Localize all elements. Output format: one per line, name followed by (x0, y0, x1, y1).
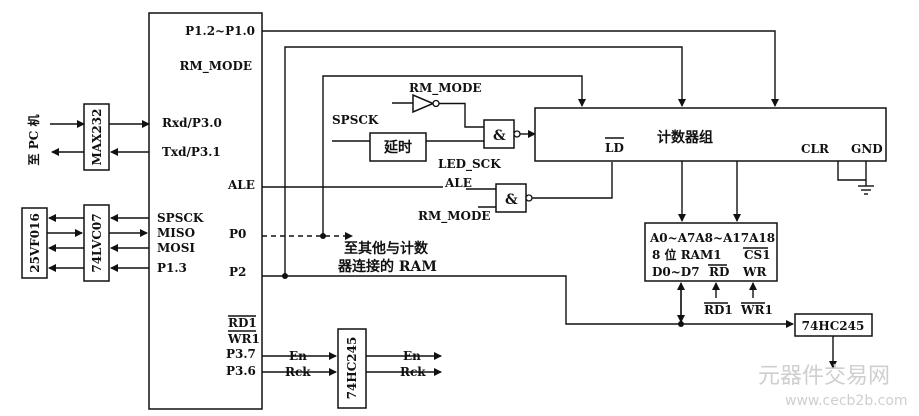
flash-box (21, 207, 48, 279)
mcu-wr1-label: WR1 (227, 332, 260, 346)
ram-line2: 8 位 RAM1 (652, 247, 722, 262)
ram-wr-label: WR (742, 265, 767, 279)
rd1-out-label: RD1 (704, 303, 733, 317)
ram-rd-label: RD (709, 265, 729, 279)
mcu-rxd-label: Rxd/P3.0 (162, 116, 222, 130)
ram-cs-label: CS1 (744, 248, 771, 262)
flash-label: 25VF016 (28, 213, 42, 273)
logic-ale-label: ALE (444, 176, 472, 190)
mcu-p37-label: P3.7 (226, 347, 256, 361)
mcu-p36-label: P3.6 (226, 364, 256, 378)
wr1-out-label: WR1 (740, 303, 773, 317)
inverter-gate (412, 93, 435, 114)
en-in-label: En (289, 349, 307, 363)
mcu-rd1-label: RD1 (228, 316, 257, 330)
logic-led-sck-label: LED_SCK (438, 157, 501, 172)
counter-gnd-label: GND (851, 142, 883, 156)
level-shifter-box (83, 204, 110, 282)
mcu-p0-label: P0 (229, 227, 246, 241)
note-line2: 器连接的 RAM (337, 258, 437, 275)
ram-line1: A0~A7A8~A17A18 (649, 231, 775, 245)
ram-box (644, 222, 778, 282)
mcu-p2-label: P2 (229, 265, 246, 279)
mcu-miso-label: MISO (157, 226, 195, 240)
counter-box (534, 107, 887, 162)
mcu-ale-label: ALE (227, 178, 255, 192)
buffer-bottom-box (337, 328, 367, 409)
mcu-p12-p10-label: P1.2~P1.0 (185, 24, 255, 38)
ram-data-label: D0~D7 (652, 265, 700, 279)
counter-title: 计数器组 (657, 129, 713, 146)
and-gate-2 (495, 183, 527, 213)
mcu-txd-label: Txd/P3.1 (162, 145, 221, 159)
logic-spsck-label: SPSCK (332, 113, 379, 127)
watermark-url: www.cecb2b.com (785, 393, 908, 409)
and-gate-1-label: & (493, 128, 506, 144)
mcu-rm-mode-label: RM_MODE (179, 59, 252, 74)
en-out-label: En (403, 349, 421, 363)
max232-label: MAX232 (90, 109, 104, 166)
mcu-mosi-label: MOSI (157, 241, 195, 255)
mcu-p13-label: P1.3 (157, 261, 187, 275)
logic-rm-mode-label: RM_MODE (409, 81, 482, 96)
logic-rm-mode2-label: RM_MODE (418, 209, 491, 224)
delay-label: 延时 (383, 139, 412, 156)
note-line1: 至其他与计数 (344, 240, 429, 257)
watermark-cn: 元器件交易网 (758, 364, 890, 389)
delay-box (369, 132, 427, 162)
level-shifter-label: 74LVC07 (90, 213, 104, 272)
counter-clr-label: CLR (801, 142, 830, 156)
and-gate-2-label: & (505, 192, 518, 208)
buffer-bottom-label: 74HC245 (345, 337, 359, 400)
buffer-right-label: 74HC245 (802, 319, 865, 333)
counter-ld-label: LD (605, 141, 624, 155)
rck-in-label: Rck (285, 365, 311, 379)
pc-label: 至 PC 机 (26, 115, 41, 166)
mcu-block (148, 12, 263, 410)
rck-out-label: Rck (400, 365, 426, 379)
mcu-spsck-label: SPSCK (157, 211, 204, 225)
max232-box (83, 103, 110, 171)
